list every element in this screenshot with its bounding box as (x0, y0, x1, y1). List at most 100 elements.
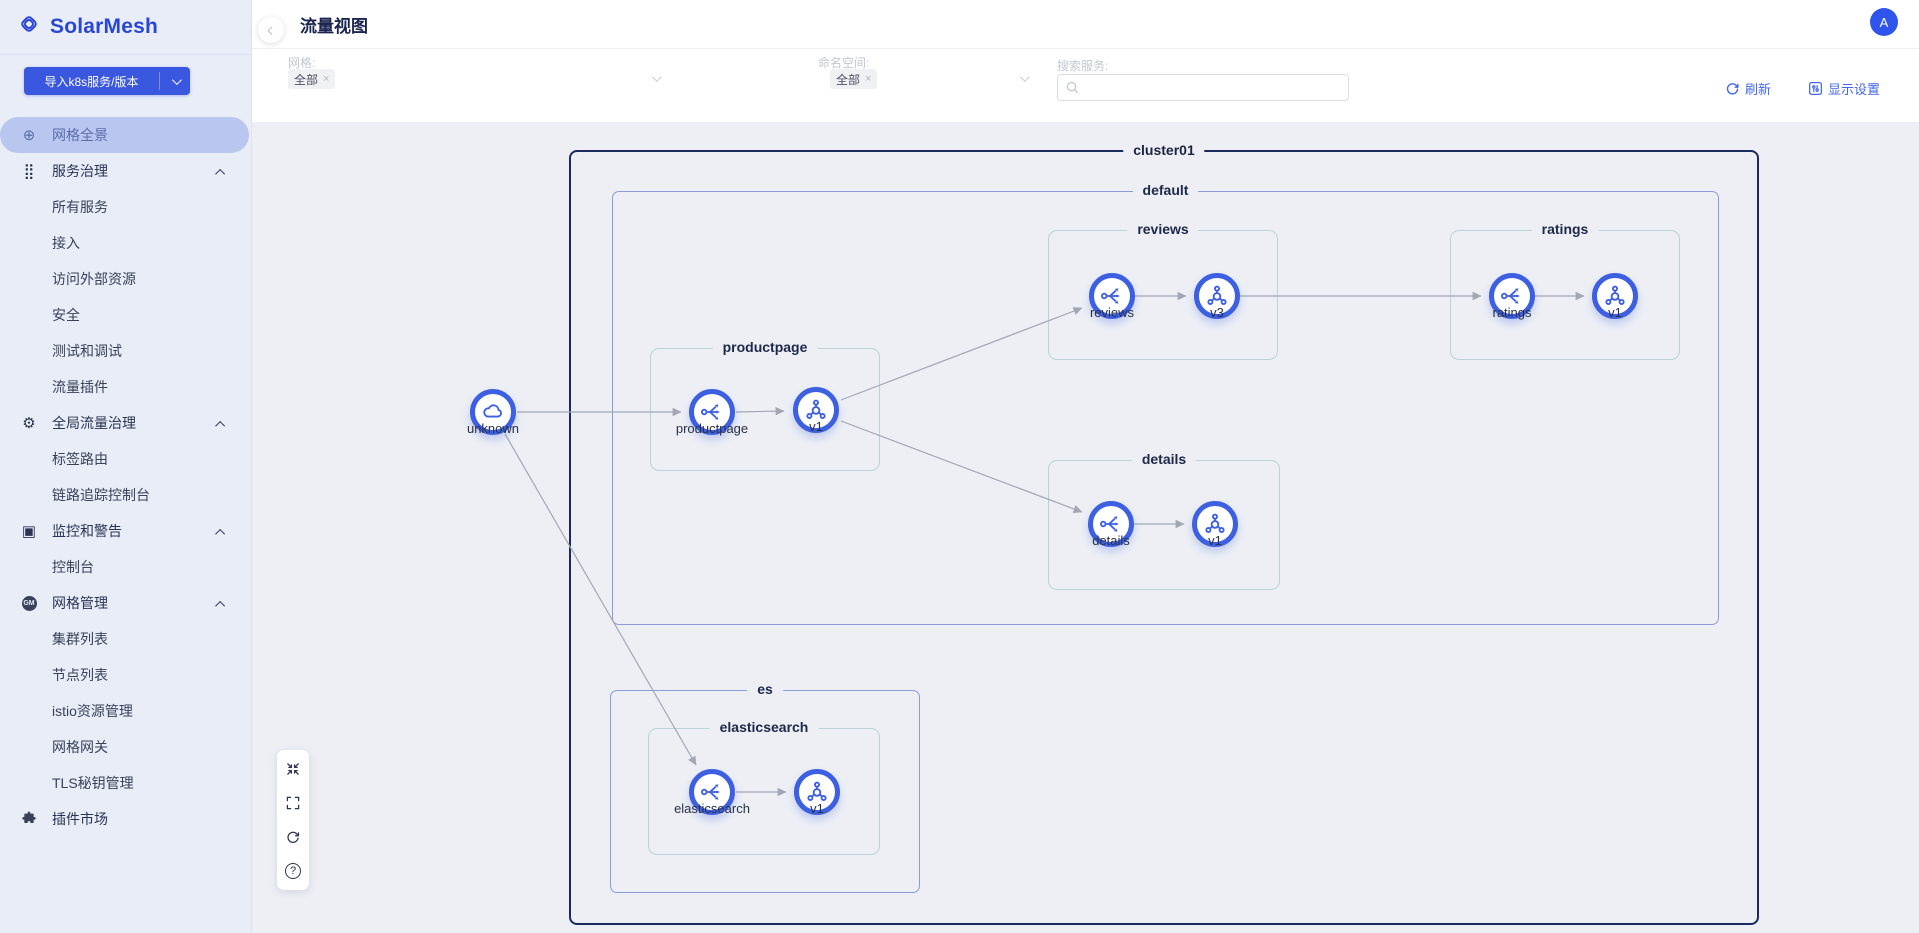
sidebar: SolarMesh 导入k8s服务/版本 ⊕ 网格全景 ⣿ 服务治理 所有服务 … (0, 0, 252, 933)
search-icon (1065, 80, 1080, 95)
sidebar-item-mesh-overview[interactable]: ⊕ 网格全景 (0, 117, 249, 153)
node-unknown[interactable] (470, 389, 516, 435)
service-group-ratings[interactable]: ratings (1450, 221, 1680, 360)
tag-label: 全部 (836, 72, 861, 87)
sidebar-item-access[interactable]: 接入 (0, 225, 251, 261)
main-area: 流量视图 A 网格: 全部 × 命名空间: 全部 × 搜索服务: (252, 0, 1919, 933)
sidebar-group-label: 全局流量治理 (52, 415, 136, 431)
chevron-up-icon (215, 163, 226, 179)
node-label: v1 (1208, 533, 1222, 548)
node-elasticsearch[interactable] (689, 769, 735, 815)
sidebar-item-label: 安全 (52, 307, 80, 323)
node-productpage-v1[interactable] (793, 387, 839, 433)
sidebar-item-label: 接入 (52, 235, 80, 251)
sidebar-item-tls-keys[interactable]: TLS秘钥管理 (0, 765, 251, 801)
node-elasticsearch-v1[interactable] (794, 769, 840, 815)
sidebar-item-node-list[interactable]: 节点列表 (0, 657, 251, 693)
namespace-label: es (747, 681, 783, 697)
sidebar-item-istio-resources[interactable]: istio资源管理 (0, 693, 251, 729)
sidebar-group-monitor-alert[interactable]: ▣ 监控和警告 (0, 513, 251, 549)
import-k8s-button[interactable]: 导入k8s服务/版本 (24, 67, 190, 95)
node-details-v1[interactable] (1192, 501, 1238, 547)
sidebar-item-test-debug[interactable]: 测试和调试 (0, 333, 251, 369)
node-label: details (1092, 533, 1130, 548)
sidebar-group-global-traffic[interactable]: ⚙ 全局流量治理 (0, 405, 251, 441)
search-service-box[interactable] (1057, 74, 1349, 101)
sidebar-item-label: 节点列表 (52, 667, 108, 683)
display-settings-icon (1808, 81, 1823, 96)
sidebar-group-label: 监控和警告 (52, 523, 122, 539)
namespace-dropdown-chevron-icon[interactable] (1019, 69, 1030, 87)
sidebar-item-console[interactable]: 控制台 (0, 549, 251, 585)
namespace-box-default[interactable]: default (612, 182, 1719, 625)
sidebar-group-service-governance[interactable]: ⣿ 服务治理 (0, 153, 251, 189)
collapse-sidebar-button[interactable] (258, 17, 284, 43)
namespace-filter-tag[interactable]: 全部 × (830, 69, 878, 89)
help-button[interactable]: ? (280, 858, 306, 884)
mesh-filter-tag[interactable]: 全部 × (288, 69, 336, 89)
sidebar-item-label: istio资源管理 (52, 703, 133, 719)
traffic-graph-canvas[interactable]: cluster01 default es productpage reviews… (252, 122, 1919, 933)
node-label: v1 (1608, 305, 1622, 320)
refresh-button[interactable]: 刷新 (1725, 79, 1771, 98)
node-reviews[interactable] (1089, 273, 1135, 319)
sidebar-item-plugin-market[interactable]: 插件市场 (0, 801, 251, 837)
sidebar-group-label: 网格管理 (52, 595, 108, 611)
monitor-alert-icon: ▣ (21, 523, 37, 540)
compress-icon (287, 763, 299, 775)
refresh-icon (1725, 81, 1740, 96)
group-label: elasticsearch (709, 719, 819, 735)
service-group-reviews[interactable]: reviews (1048, 221, 1278, 360)
chevron-up-icon (215, 595, 226, 611)
sidebar-item-label: 流量插件 (52, 379, 108, 395)
service-route-icon (699, 779, 725, 805)
namespace-box-es[interactable]: es (610, 681, 920, 893)
sidebar-item-cluster-list[interactable]: 集群列表 (0, 621, 251, 657)
sidebar-item-security[interactable]: 安全 (0, 297, 251, 333)
user-avatar[interactable]: A (1870, 8, 1898, 36)
mesh-dropdown-chevron-icon[interactable] (651, 69, 662, 87)
node-reviews-v3[interactable] (1194, 273, 1240, 319)
sidebar-item-mesh-gateway[interactable]: 网格网关 (0, 729, 251, 765)
namespace-filter-label: 命名空间: (818, 56, 870, 70)
reload-icon (287, 831, 300, 843)
sidebar-item-label: 集群列表 (52, 631, 108, 647)
cloud-icon (480, 399, 506, 425)
sidebar-item-all-services[interactable]: 所有服务 (0, 189, 251, 225)
chevron-up-icon (215, 523, 226, 539)
node-ratings[interactable] (1489, 273, 1535, 319)
display-settings-button[interactable]: 显示设置 (1808, 79, 1880, 98)
fit-view-button[interactable] (280, 756, 306, 782)
sidebar-item-label-routing[interactable]: 标签路由 (0, 441, 251, 477)
node-ratings-v1[interactable] (1592, 273, 1638, 319)
import-dropdown-button[interactable] (160, 74, 190, 85)
service-governance-icon: ⣿ (23, 163, 35, 180)
workload-icon (803, 397, 829, 423)
service-group-details[interactable]: details (1048, 451, 1280, 590)
remove-tag-icon[interactable]: × (323, 73, 330, 85)
sidebar-item-tracing-console[interactable]: 链路追踪控制台 (0, 477, 251, 513)
top-bar: 流量视图 A (252, 0, 1919, 49)
puzzle-icon (20, 811, 38, 827)
node-details[interactable] (1088, 501, 1134, 547)
remove-tag-icon[interactable]: × (865, 73, 872, 85)
node-productpage[interactable] (689, 389, 735, 435)
service-group-productpage[interactable]: productpage (650, 339, 880, 471)
sidebar-item-label: 所有服务 (52, 199, 108, 215)
import-k8s-label: 导入k8s服务/版本 (44, 74, 139, 89)
reload-graph-button[interactable] (280, 824, 306, 850)
search-input[interactable] (1080, 75, 1348, 100)
sidebar-item-traffic-plugins[interactable]: 流量插件 (0, 369, 251, 405)
sidebar-group-mesh-management[interactable]: GM 网格管理 (0, 585, 251, 621)
node-label: elasticsearch (674, 801, 750, 816)
sidebar-item-label: TLS秘钥管理 (52, 775, 134, 791)
app-title: SolarMesh (50, 14, 158, 38)
namespace-label: default (1132, 182, 1199, 198)
node-label: v1 (809, 419, 823, 434)
divider (0, 54, 251, 55)
fullscreen-button[interactable] (280, 790, 306, 816)
sidebar-item-external-resources[interactable]: 访问外部资源 (0, 261, 251, 297)
sidebar-item-label: 访问外部资源 (52, 271, 136, 287)
service-group-elasticsearch[interactable]: elasticsearch (648, 719, 880, 855)
